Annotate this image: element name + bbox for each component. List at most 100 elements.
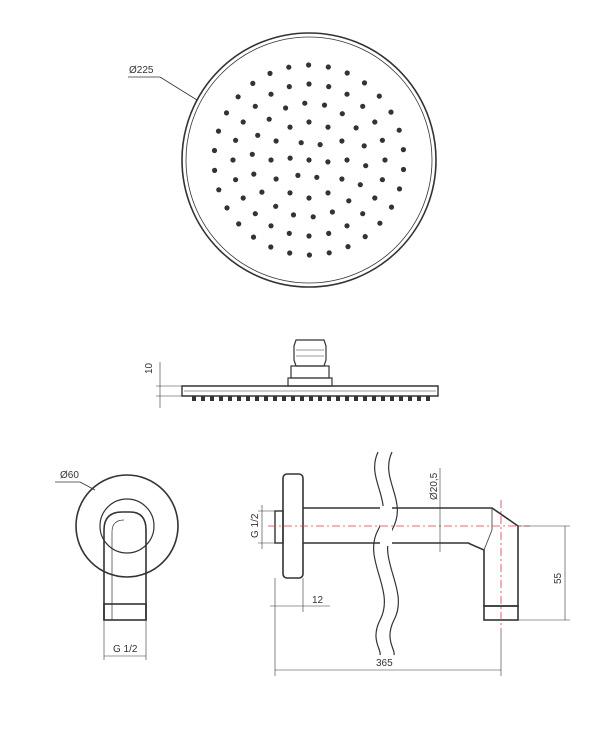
- side-nozzles: [192, 396, 430, 401]
- nozzle-dot: [252, 103, 258, 109]
- drop-height-label: 55: [553, 572, 564, 584]
- nozzle-dot: [344, 157, 350, 163]
- diameter-leader-diagonal: [159, 76, 198, 101]
- nozzle-dot: [360, 103, 366, 109]
- nozzle-dot: [388, 109, 394, 115]
- nozzle-dot: [325, 159, 331, 165]
- nozzle-dot: [259, 189, 265, 195]
- nozzle-dot: [215, 128, 222, 134]
- flange-inner: [99, 498, 155, 554]
- nozzle-dot: [396, 127, 402, 133]
- flange-diameter-label: Ø60: [60, 470, 79, 481]
- nozzle-dot: [306, 195, 312, 201]
- nozzle-dot: [388, 204, 395, 210]
- nozzle-dot: [382, 157, 388, 163]
- side-nozzle: [282, 396, 286, 401]
- nozzle-dot: [362, 234, 368, 240]
- nozzle-dot: [400, 147, 406, 153]
- nozzle-dot: [339, 176, 345, 182]
- nozzle-dot: [287, 124, 293, 130]
- nozzle-dot: [345, 244, 351, 250]
- thread-front-label: G 1/2: [113, 644, 138, 655]
- nozzle-dot: [235, 94, 241, 100]
- flange-outer: [75, 474, 179, 578]
- nozzle-dot: [268, 244, 274, 250]
- nozzle-dot: [314, 174, 320, 180]
- nozzle-dot: [361, 143, 367, 149]
- nozzle-dot: [310, 214, 316, 220]
- nozzle-dot: [325, 64, 331, 70]
- nozzle-dot: [372, 195, 378, 201]
- arm-length-label: 365: [376, 658, 393, 669]
- nozzle-dot: [306, 233, 312, 239]
- side-view-wall-arm: Ø20,5 G 1/2 55 12 365: [250, 451, 570, 676]
- side-nozzle: [264, 396, 268, 401]
- side-nozzle: [201, 396, 205, 401]
- nozzle-dot: [283, 105, 289, 111]
- nozzle-dot: [325, 124, 331, 130]
- neck-base: [287, 377, 333, 387]
- side-nozzle: [354, 396, 358, 401]
- nozzle-dot: [353, 125, 359, 131]
- nozzle-dot: [252, 211, 258, 217]
- nozzle-dot: [326, 250, 332, 256]
- nozzle-dot: [344, 91, 350, 97]
- nozzle-dot: [273, 176, 279, 182]
- side-nozzle: [192, 396, 196, 401]
- thread-side-label: G 1/2: [250, 513, 261, 538]
- nozzle-dot: [306, 62, 312, 68]
- nozzle-dot: [317, 142, 323, 148]
- head-inner-circle: [185, 36, 433, 284]
- nozzle-dot: [306, 81, 312, 87]
- nozzle-dot: [379, 137, 385, 143]
- side-nozzle: [390, 396, 394, 401]
- nozzle-dot: [372, 119, 378, 125]
- nozzle-dot: [363, 163, 369, 169]
- side-nozzle: [381, 396, 385, 401]
- nozzle-dot: [290, 212, 297, 218]
- nozzle-dot: [326, 84, 332, 90]
- nozzle-dot: [295, 172, 301, 178]
- side-view-shower-head: 10: [144, 339, 439, 408]
- side-nozzle: [327, 396, 331, 401]
- horizontal-tube: [303, 507, 519, 607]
- head-outer-circle: [181, 32, 437, 288]
- side-nozzle: [318, 396, 322, 401]
- top-view-shower-head: Ø225: [128, 32, 437, 288]
- break-line-right: [387, 451, 399, 656]
- nozzle-dot: [249, 151, 255, 157]
- ball-joint: [293, 339, 327, 367]
- nozzle-dot: [344, 223, 350, 229]
- nozzle-dot: [344, 70, 350, 76]
- nozzle-dot: [286, 230, 292, 236]
- nozzle-dot: [302, 100, 308, 106]
- side-nozzle: [273, 396, 277, 401]
- side-nozzle: [246, 396, 250, 401]
- nozzle-dot: [251, 171, 257, 177]
- arm-elbow-inner: [111, 519, 125, 620]
- nozzle-dot: [250, 234, 257, 240]
- side-nozzle: [372, 396, 376, 401]
- side-nozzle: [426, 396, 430, 401]
- side-nozzle: [291, 396, 295, 401]
- nozzle-dot: [216, 187, 222, 193]
- nozzle-dot: [360, 211, 366, 217]
- side-nozzle: [210, 396, 214, 401]
- nozzle-dot: [306, 157, 312, 163]
- side-nozzle: [363, 396, 367, 401]
- nozzle-dot: [268, 91, 274, 97]
- nozzle-dot: [240, 195, 246, 201]
- side-nozzle: [219, 396, 223, 401]
- nozzle-dot: [377, 220, 383, 226]
- nozzle-dot: [233, 137, 239, 143]
- nozzle-dot: [321, 102, 328, 108]
- flange-leader-diag: [79, 481, 96, 491]
- nozzle-dot: [212, 167, 218, 173]
- side-nozzle: [237, 396, 241, 401]
- tube-inner: [483, 529, 493, 551]
- nozzle-dot: [396, 186, 403, 192]
- nozzle-dot: [211, 147, 218, 154]
- nozzle-dot: [357, 182, 363, 188]
- nozzle-dot: [287, 190, 293, 196]
